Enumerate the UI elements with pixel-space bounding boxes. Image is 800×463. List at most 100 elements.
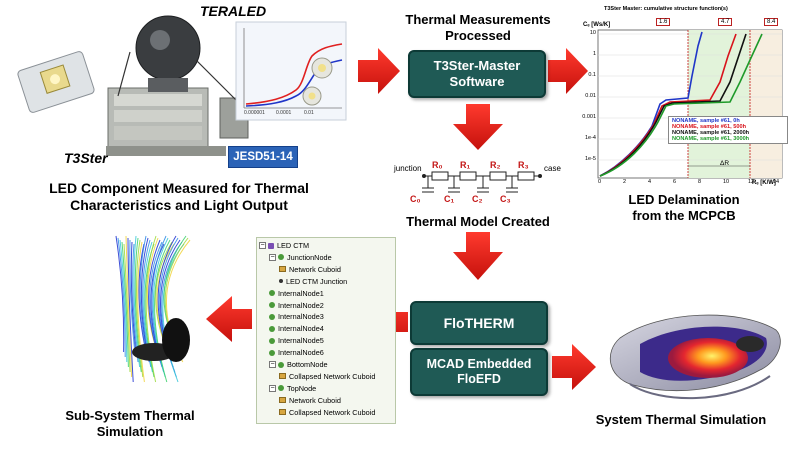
streamline (137, 241, 145, 383)
system-simulation-image (609, 314, 781, 400)
tree-item-label: Network Cuboid (289, 395, 341, 405)
tree-item[interactable]: Network Cuboid (279, 265, 341, 274)
streamline (123, 243, 131, 373)
node-icon (269, 302, 275, 308)
node-icon (269, 290, 275, 297)
legend-entry-0: NONAME, sample #61, 0h (672, 118, 740, 124)
chart-marker-2: 4.7 (718, 18, 733, 26)
tree-expander-icon[interactable]: − (259, 242, 266, 249)
rc-r1: R₁ (460, 160, 471, 170)
subsystem-caption: Sub-System Thermal Simulation (40, 408, 220, 439)
streamline (117, 237, 126, 358)
tree-item[interactable]: − BottomNode (269, 360, 328, 369)
tree-item[interactable]: −JunctionNode (269, 253, 332, 262)
chart-y-tick: 1e-4 (584, 135, 596, 141)
streamline (154, 239, 171, 383)
tree-item-label: InternalNode2 (278, 300, 324, 310)
t3ster-master-box: T3Ster-Master Software (408, 50, 546, 98)
chart-x-tick: 0 (598, 179, 602, 185)
floefd-box: MCAD Embedded FloEFD (410, 348, 548, 396)
subsystem-simulation-image (115, 235, 191, 383)
tree-item[interactable]: InternalNode4 (269, 324, 324, 333)
streamline (145, 235, 157, 383)
tree-item[interactable]: InternalNode3 (269, 312, 324, 321)
teraled-label: TERALED (200, 3, 267, 19)
inset-x-tick-2: 0.0001 (276, 110, 292, 116)
tree-item-label: InternalNode1 (278, 288, 324, 298)
streamline (119, 239, 128, 363)
streamline (127, 237, 134, 383)
rc-r3: R₃ (518, 160, 529, 170)
tree-expander-icon[interactable]: − (269, 361, 276, 368)
tree-item[interactable]: Network Cuboid (279, 396, 341, 405)
tree-item-label: Collapsed Network Cuboid (289, 371, 376, 381)
tree-item[interactable]: InternalNode5 (269, 336, 324, 345)
tree-expander-icon[interactable]: − (269, 384, 276, 392)
chart-xlabel: Rₑ [K/W] (752, 180, 776, 186)
chart-x-tick: 2 (623, 179, 627, 185)
led-delam-line2: from the MCPCB (632, 207, 736, 223)
tree-item-label: BottomNode (287, 360, 328, 369)
tree-item-label: LED CTM Junction (286, 276, 348, 286)
thermal-processed-caption: Thermal Measurements Processed (405, 12, 551, 43)
t3ster-label: T3Ster (64, 150, 108, 166)
arrow-left-2 (206, 296, 252, 342)
led-delam-caption: LED Delamination from the MCPCB (596, 192, 772, 223)
led-chip-image (17, 51, 95, 113)
model-icon (268, 242, 274, 249)
tree-item-label: TopNode (287, 383, 317, 393)
tree-item[interactable]: InternalNode6 (269, 348, 324, 357)
led-measurement-photo (17, 15, 347, 156)
chart-delta-label: ΔR (720, 160, 730, 167)
tree-expander-icon[interactable]: − (269, 253, 276, 261)
cuboid-icon (279, 373, 286, 380)
node-icon (278, 254, 284, 261)
tree-item-label: InternalNode3 (278, 312, 324, 322)
tree-item[interactable]: InternalNode2 (269, 301, 324, 310)
flotherm-label: FloTHERM (443, 314, 515, 331)
streamline (115, 235, 125, 353)
chart-x-tick: 10 (723, 179, 730, 185)
chart-x-tick: 12 (748, 179, 755, 185)
node-icon (269, 349, 275, 356)
rc-c2: C₂ (472, 194, 483, 204)
tree-item-label: Collapsed Network Cuboid (289, 407, 376, 417)
chart-y-tick: 0.001 (582, 114, 596, 120)
chart-y-tick: 10 (589, 30, 596, 36)
tree-item[interactable]: Collapsed Network Cuboid (279, 372, 375, 381)
system-sim-caption: System Thermal Simulation (595, 412, 767, 427)
led-delam-line1: LED Delamination (628, 192, 740, 207)
thermal-rc-network (422, 171, 542, 193)
chart-title: T3Ster Master: cumulative structure func… (604, 6, 728, 12)
arrow-right-3 (552, 344, 596, 390)
tree-item-label: InternalNode6 (278, 348, 324, 358)
tree-item[interactable]: −LED CTM (259, 241, 309, 250)
tree-item[interactable]: − TopNode (269, 384, 316, 393)
subsystem-line2: Simulation (96, 423, 164, 439)
tree-item-label: InternalNode5 (278, 336, 324, 346)
tree-item[interactable]: LED CTM Junction (279, 277, 347, 286)
thermal-model-caption: Thermal Model Created (406, 214, 550, 229)
inset-x-tick-3: 0.01 (304, 110, 314, 116)
tree-item[interactable]: InternalNode1 (269, 289, 324, 298)
streamline (139, 235, 149, 358)
chart-marker-3: 8.4 (764, 18, 779, 26)
chart-legend: NONAME, sample #61, 0h NONAME, sample #6… (668, 116, 788, 144)
node-icon (269, 337, 275, 344)
node-icon (278, 385, 284, 392)
chart-x-tick: 8 (698, 179, 702, 185)
node-icon (269, 325, 275, 332)
tree-item[interactable]: Collapsed Network Cuboid (279, 408, 375, 417)
chart-y-tick: 0.01 (585, 93, 596, 99)
floefd-line2: FloEFD (457, 372, 501, 386)
chart-y-tick: 1e-5 (584, 156, 596, 162)
arrow-down-1 (453, 104, 503, 150)
streamline (129, 239, 136, 353)
t3ster-master-line2: Software (449, 74, 505, 89)
chart-y-tick: 0.1 (588, 72, 596, 78)
chart-y-tick: 1 (592, 51, 596, 57)
legend-entry-1: NONAME, sample #61, 500h (672, 124, 746, 130)
chart-ylabel: Cₑ [Ws/K] (583, 22, 611, 28)
arrow-right-1 (358, 48, 400, 94)
led-component-caption: LED Component Measured for Thermal Chara… (49, 180, 309, 213)
